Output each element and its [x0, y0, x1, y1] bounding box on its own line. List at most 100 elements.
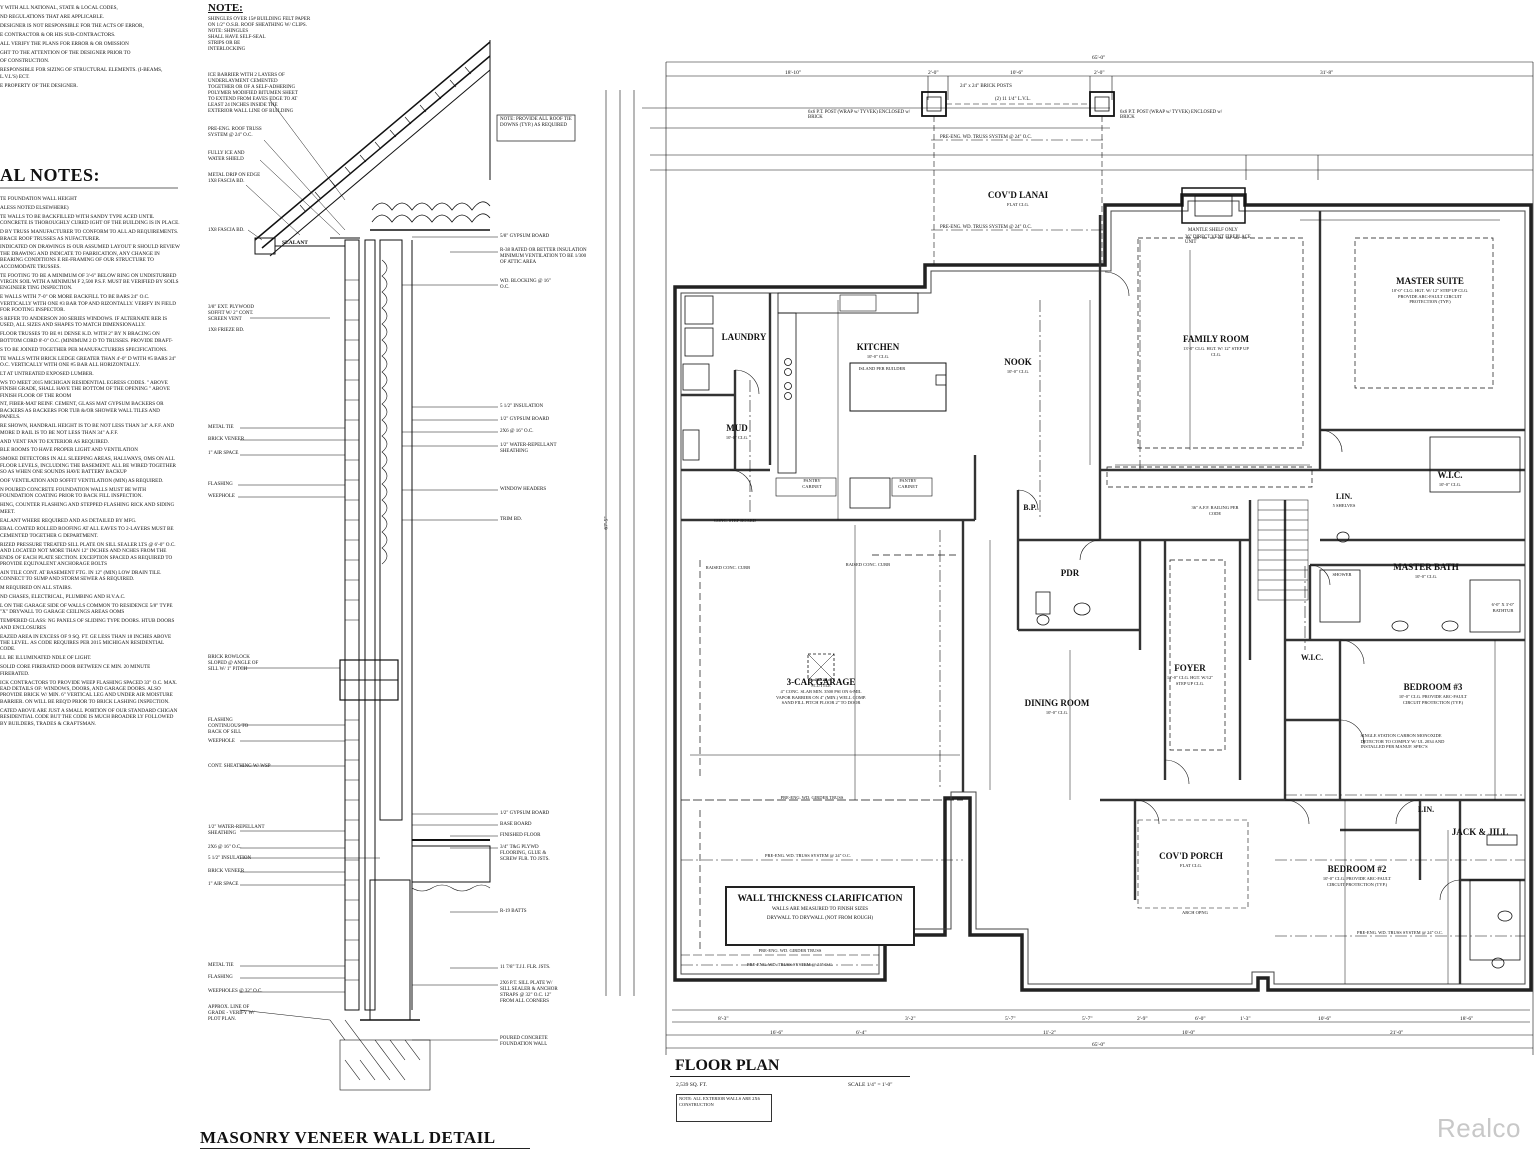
detail-callout: WEEPHOLE	[208, 494, 235, 499]
post-label-right: 6x6 P.T. POST (WRAP w/ TYVEK) ENCLOSED w…	[1120, 110, 1223, 120]
room-bedroom-3: BEDROOM #3	[1403, 682, 1463, 692]
detail-note-title: NOTE:	[208, 2, 243, 14]
detail-callout: ICE BARRIER WITH 2 LAYERS OF UNDERLAYMEN…	[208, 73, 298, 114]
detail-callout: 1x8 FASCIA BD.	[208, 228, 245, 233]
general-note-item: EAZED AREA IN EXCESS OF 9 SQ. FT. GE LES…	[0, 633, 172, 653]
floor-plan-drawing	[605, 61, 1534, 1055]
general-note-line: OF CONSTRUCTION.	[0, 58, 50, 65]
detail-callout: WD. BLOCKING @ 16" O.C.	[500, 279, 551, 290]
room-kitchen-sub: 10'-0" CLG.	[866, 354, 890, 359]
floor-plan-title: FLOOR PLAN	[675, 1057, 780, 1074]
room-master-suite-sub: 10'-0" CLG. HGT. w/ 12" STEP UP CLG. PRO…	[1391, 288, 1469, 304]
detail-note-line: SHINGLES OVER 15# BUILDING FELT PAPER	[208, 17, 311, 22]
shower-label: SHOWER	[1332, 572, 1352, 577]
bottom-dimension: 11'-2"	[1043, 1030, 1057, 1036]
general-note-line: E CONTRACTOR & OR HIS SUB-CONTRACTORS.	[0, 31, 116, 38]
detail-callout: BASE BOARD	[500, 822, 532, 827]
bottom-dimension: 5'-7"	[1082, 1016, 1093, 1022]
pantry-label: PANTRY CABINET	[802, 478, 822, 489]
bottom-dimension: 18'-6"	[1460, 1016, 1474, 1022]
general-note-item: HING, COUNTER FLASHING AND STEPPED FLASH…	[0, 502, 175, 515]
general-note-item: TE WALLS TO BE BACKFILLED WITH SANDY TYP…	[0, 213, 180, 227]
general-note-item: RIZED PRESSURE TREATED SILL PLATE ON SIL…	[0, 541, 176, 567]
room-garage-sub: 4" CONC. SLAB MIN. 3500 PSI ON 6-MIL VAP…	[775, 689, 866, 705]
detail-note-line: INTERLOCKING	[208, 47, 246, 52]
room-bp: B.P.	[1023, 503, 1037, 512]
general-note-item: E WALLS WITH 7'-0" OR MORE BACKFILL TO B…	[0, 294, 176, 314]
room-covd-porch: COV'D PORCH	[1159, 851, 1223, 861]
detail-callout: 1/2" WATER-REPELLANT SHEATHING	[500, 443, 557, 454]
wall-detail-drawing	[238, 40, 576, 1091]
bottom-dimension: 6'-0"	[1195, 1016, 1206, 1022]
room-foyer: FOYER	[1174, 663, 1206, 673]
general-note-item: TE FOUNDATION WALL HEIGHT	[0, 196, 78, 202]
detail-callout: 5 1/2" INSULATION	[500, 404, 544, 409]
room-jack-jill: JACK & JILL	[1451, 827, 1509, 837]
lvl-label: (2) 11 1/4" L.V.L.	[995, 97, 1031, 102]
mantle-label: MANTLE SHELF ONLY	[1188, 228, 1238, 233]
conc-step-label: CONC. STEP BOARD	[714, 518, 756, 523]
general-note-line: DESIGNER IS NOT RESPONSIBLE FOR THE ACTS…	[0, 22, 144, 29]
detail-callout: POURED CONCRETE FOUNDATION WALL	[500, 1036, 548, 1047]
top-dimension: 2'-0"	[1094, 70, 1105, 76]
general-note-item: LL BE ILLUMINATED NDLE OF LIGHT.	[0, 655, 92, 662]
detail-callout: METAL DRIP ON EDGE 1x8 FASCIA BD.	[208, 173, 261, 184]
bottom-dimension: 5'-7"	[1005, 1016, 1016, 1022]
detail-callout: BRICK ROWLOCK SLOPED @ ANGLE OF SILL w/ …	[208, 655, 259, 672]
wall-thickness-title: WALL THICKNESS CLARIFICATION	[737, 894, 903, 904]
general-note-item: ERAL COATED ROLLED ROOFING AT ALL EAVES …	[0, 526, 174, 539]
general-note-line: ND REGULATIONS THAT ARE APPLICABLE.	[0, 13, 104, 20]
general-note-item: AND VENT FAN TO EXTERIOR AS REQUIRED.	[0, 438, 109, 445]
bottom-dimension: 6'-4"	[856, 1030, 867, 1036]
drawing-scale: SCALE 1/4" = 1'-0"	[848, 1082, 893, 1088]
room-dining: DINING ROOM	[1024, 698, 1090, 708]
room-pdr: PDR	[1060, 568, 1080, 578]
detail-callout: BRICK VENEER	[208, 437, 245, 442]
detail-callout: 3/4" T&G PLYWD FLOORING, GLUE & SCREW FL…	[500, 845, 550, 862]
general-note-item: EALANT WHERE REQUIRED AND AS DETAILED BY…	[0, 517, 137, 524]
detail-callout: FLASHING CONTINUOUS TO BACK OF SILL	[208, 718, 249, 735]
room-dining-sub: 10'-0" CLG.	[1045, 710, 1069, 715]
detail-callout: WEEPHOLES @ 32" O.C.	[208, 989, 263, 994]
room-bedroom-2: BEDROOM #2	[1327, 864, 1387, 874]
room-foyer-sub: 12'-0" CLG. HGT. w/12" STEP UP CLG.	[1166, 675, 1214, 686]
room-covd-porch-sub: FLAT CLG.	[1180, 863, 1202, 868]
room-laundry: LAUNDRY	[721, 332, 767, 342]
general-note-item: S TO BE JOINED TOGETHER PER MANUFACTURER…	[0, 346, 168, 353]
detail-callout: 1" AIR SPACE	[208, 451, 239, 456]
detail-callout: 5 1/2" INSULATION	[208, 856, 252, 861]
room-kitchen: KITCHEN	[856, 342, 900, 352]
detail-callout: 2x6 @ 16" O.C.	[500, 429, 534, 434]
overall-depth: 67'-5"	[603, 516, 610, 530]
general-note-item: TE WALLS WITH BRICK LEDGE GREATER THAN 4…	[0, 355, 177, 368]
general-note-item: SOLID CORE FIRERATED DOOR BETWEEN CE MIN…	[0, 664, 151, 677]
general-note-line: E PROPERTY OF THE DESIGNER.	[0, 82, 78, 89]
room-master-bath: MASTER BATH	[1393, 562, 1459, 572]
room-garage: 3-CAR GARAGE	[786, 677, 856, 687]
island-label: ISLAND PER BUILDER	[858, 366, 906, 371]
detail-note-line: STRIPS OR BE	[208, 41, 241, 46]
exterior-wall-note: NOTE: ALL EXTERIOR WALLS ARE 2x6 CONSTRU…	[676, 1094, 772, 1122]
bottom-dimension: 10'-0"	[1182, 1030, 1196, 1036]
room-master-wic-sub: 10'-0" CLG.	[1438, 482, 1462, 487]
top-dimension: 31'-8"	[1320, 70, 1334, 76]
wall-detail-title-rule	[200, 1148, 530, 1149]
general-note-item: ND CHASES, ELECTRICAL, PLUMBING AND H.V.…	[0, 594, 126, 601]
detail-callout: TRIM BD.	[500, 517, 522, 522]
detail-callout: 1/2" WATER-REPELLANT SHEATHING	[208, 825, 265, 836]
detail-callout: 5/8" GYPSUM BOARD	[500, 234, 550, 239]
bottom-dimension: 1'-3"	[1240, 1016, 1251, 1022]
garage-truss-label-2: PRE-ENG. WD. TRUSS SYSTEM @ 24" O.C.	[746, 962, 834, 967]
general-note-line: RESPONSIBLE FOR SIZING OF STRUCTURAL ELE…	[0, 67, 163, 80]
general-note-item: WS TO MEET 2015 MICHIGAN RESIDENTIAL EGR…	[0, 379, 170, 399]
detail-callout: 11 7/8" T.J.I. FLR. JSTS.	[500, 965, 551, 970]
room-family: FAMILY ROOM	[1183, 334, 1249, 344]
detail-callout: BRICK VENEER	[208, 869, 245, 874]
general-note-item: CATED ABOVE ARE JUST A SMALL PORTION OF …	[0, 707, 178, 727]
general-note-item: L ON THE GARAGE SIDE OF WALLS COMMON TO …	[0, 603, 173, 616]
detail-callout: FLASHING	[208, 975, 233, 980]
detail-callout: FULLY ICE AND WATER SHIELD	[208, 151, 245, 162]
